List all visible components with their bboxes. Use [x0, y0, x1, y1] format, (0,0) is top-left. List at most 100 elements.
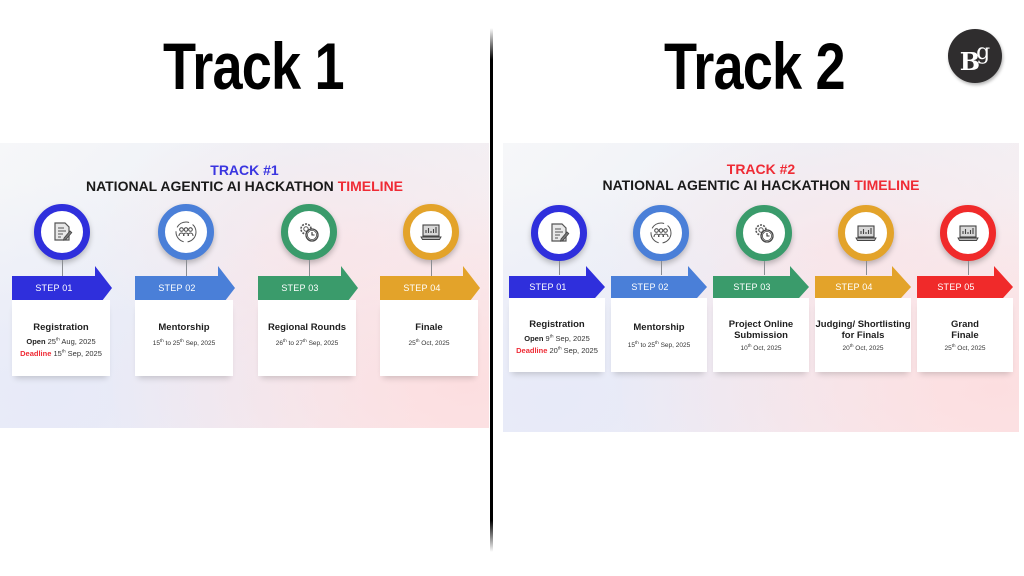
step-card: Judging/ Shortlisting for Finals 20th Oc… [815, 298, 911, 372]
connector-line [968, 261, 969, 275]
document-edit-icon [547, 221, 571, 245]
arrow-tip [95, 266, 112, 310]
deadline-rest: Sep, 2025 [65, 349, 102, 358]
date-start: 25 [408, 340, 416, 347]
date-rest: Oct, 2025 [955, 345, 986, 352]
date-start: 20 [842, 345, 850, 352]
sup: th [655, 339, 659, 345]
vertical-divider [490, 28, 493, 552]
gear-clock-icon [752, 221, 776, 245]
step-name-line-1: Judging/ Shortlisting [815, 319, 911, 330]
title-main-text: NATIONAL AGENTIC AI HACKATHON [602, 177, 855, 193]
step-icon-circle [531, 205, 587, 261]
logo-letter-g: g [976, 39, 991, 65]
step-card: Registration Open 9th Sep, 2025 Deadline… [509, 298, 605, 372]
sup: th [747, 342, 752, 348]
date-rest: Oct, 2025 [419, 340, 450, 347]
step-icon-circle [736, 205, 792, 261]
connector-line [62, 260, 63, 276]
step-label: STEP 04 [815, 276, 893, 298]
step-name-line-2: for Finals [841, 330, 885, 341]
step-label: STEP 01 [509, 276, 587, 298]
step-card: Registration Open 25th Aug, 2025 Deadlin… [12, 300, 110, 376]
connector-line [309, 260, 310, 276]
connector-line [559, 261, 560, 275]
laptop-chart-icon [956, 221, 980, 245]
sup: th [61, 348, 66, 354]
deadline-date: Deadline 20th Sep, 2025 [509, 346, 605, 356]
step-icon-circle [403, 204, 459, 260]
track-1-timeline-title: NATIONAL AGENTIC AI HACKATHON TIMELINE [0, 178, 489, 194]
open-day: 9 [545, 334, 550, 343]
deadline-label: Deadline [516, 346, 548, 355]
logo-letter-b: B [959, 46, 981, 76]
step-icon-circle [158, 204, 214, 260]
step-icon-circle [34, 204, 90, 260]
arrow-tip [463, 266, 480, 310]
sup: th [634, 339, 639, 345]
sup: th [415, 337, 420, 343]
step-icon-circle [940, 205, 996, 261]
title-accent-text: TIMELINE [854, 177, 920, 193]
step-name-line-1: Grand [951, 319, 979, 330]
sup: th [303, 337, 307, 343]
arrow-tip [892, 266, 911, 308]
date-rest: Oct, 2025 [751, 345, 782, 352]
step-label: STEP 03 [258, 276, 342, 300]
document-edit-icon [50, 220, 74, 244]
step-name: Finale [415, 322, 443, 333]
step-date: 20th Oct, 2025 [815, 342, 911, 353]
date-end: to 25 [163, 340, 181, 347]
track-2-label: TRACK #2 [726, 161, 796, 177]
step-name-line-2: Finale [951, 330, 979, 341]
open-day: 25 [47, 337, 56, 346]
date-end: to 27 [286, 340, 304, 347]
connector-line [661, 261, 662, 275]
track-2-timeline-title: NATIONAL AGENTIC AI HACKATHON TIMELINE [503, 177, 1019, 193]
open-date: Open 25th Aug, 2025 [12, 337, 110, 347]
step-name-line-1: Project Online [728, 319, 794, 330]
date-start: 15 [152, 340, 160, 347]
team-group-icon [174, 220, 198, 244]
track-1-label: TRACK #1 [210, 162, 279, 178]
date-rest: Oct, 2025 [853, 345, 884, 352]
step-label: STEP 02 [135, 276, 219, 300]
date-start: 26 [275, 340, 283, 347]
connector-line [431, 260, 432, 276]
step-label: STEP 01 [12, 276, 96, 300]
date-rest: Sep, 2025 [306, 340, 339, 347]
step-label: STEP 04 [380, 276, 464, 300]
date-start: 10 [740, 345, 748, 352]
bg-logo-icon: B g [948, 29, 1002, 83]
step-name: Mentorship [158, 322, 210, 333]
step-date: 10th Oct, 2025 [713, 342, 809, 353]
date-start: 25 [944, 345, 952, 352]
step-date: 26th to 27th Sep, 2025 [258, 337, 356, 348]
sup: th [549, 333, 554, 339]
date-end: to 25 [638, 342, 656, 349]
sup: th [849, 342, 854, 348]
step-name-line-2: Submission [734, 330, 788, 341]
deadline-rest: Sep, 2025 [561, 346, 598, 355]
step-date: 25th Oct, 2025 [917, 343, 1013, 353]
step-label: STEP 02 [611, 276, 689, 298]
deadline-label: Deadline [20, 349, 52, 358]
sup: th [159, 337, 164, 343]
step-card: Grand Finale 25th Oct, 2025 [917, 298, 1013, 372]
title-main-text: NATIONAL AGENTIC AI HACKATHON [85, 178, 338, 194]
laptop-chart-icon [419, 220, 443, 244]
title-accent-text: TIMELINE [337, 178, 404, 194]
sup: th [557, 345, 562, 351]
step-icon-circle [838, 205, 894, 261]
date-rest: Sep, 2025 [658, 342, 691, 349]
step-icon-circle [281, 204, 337, 260]
step-name: Registration [33, 322, 89, 333]
track-1-heading: Track 1 [163, 29, 345, 103]
step-date: 15th to 25th Sep, 2025 [135, 337, 233, 348]
open-rest: Sep, 2025 [553, 334, 590, 343]
gear-clock-icon [297, 220, 321, 244]
step-date: 15th to 25th Sep, 2025 [611, 339, 707, 350]
team-group-icon [649, 221, 673, 245]
arrow-tip [586, 266, 605, 308]
deadline-day: 20 [549, 346, 558, 355]
